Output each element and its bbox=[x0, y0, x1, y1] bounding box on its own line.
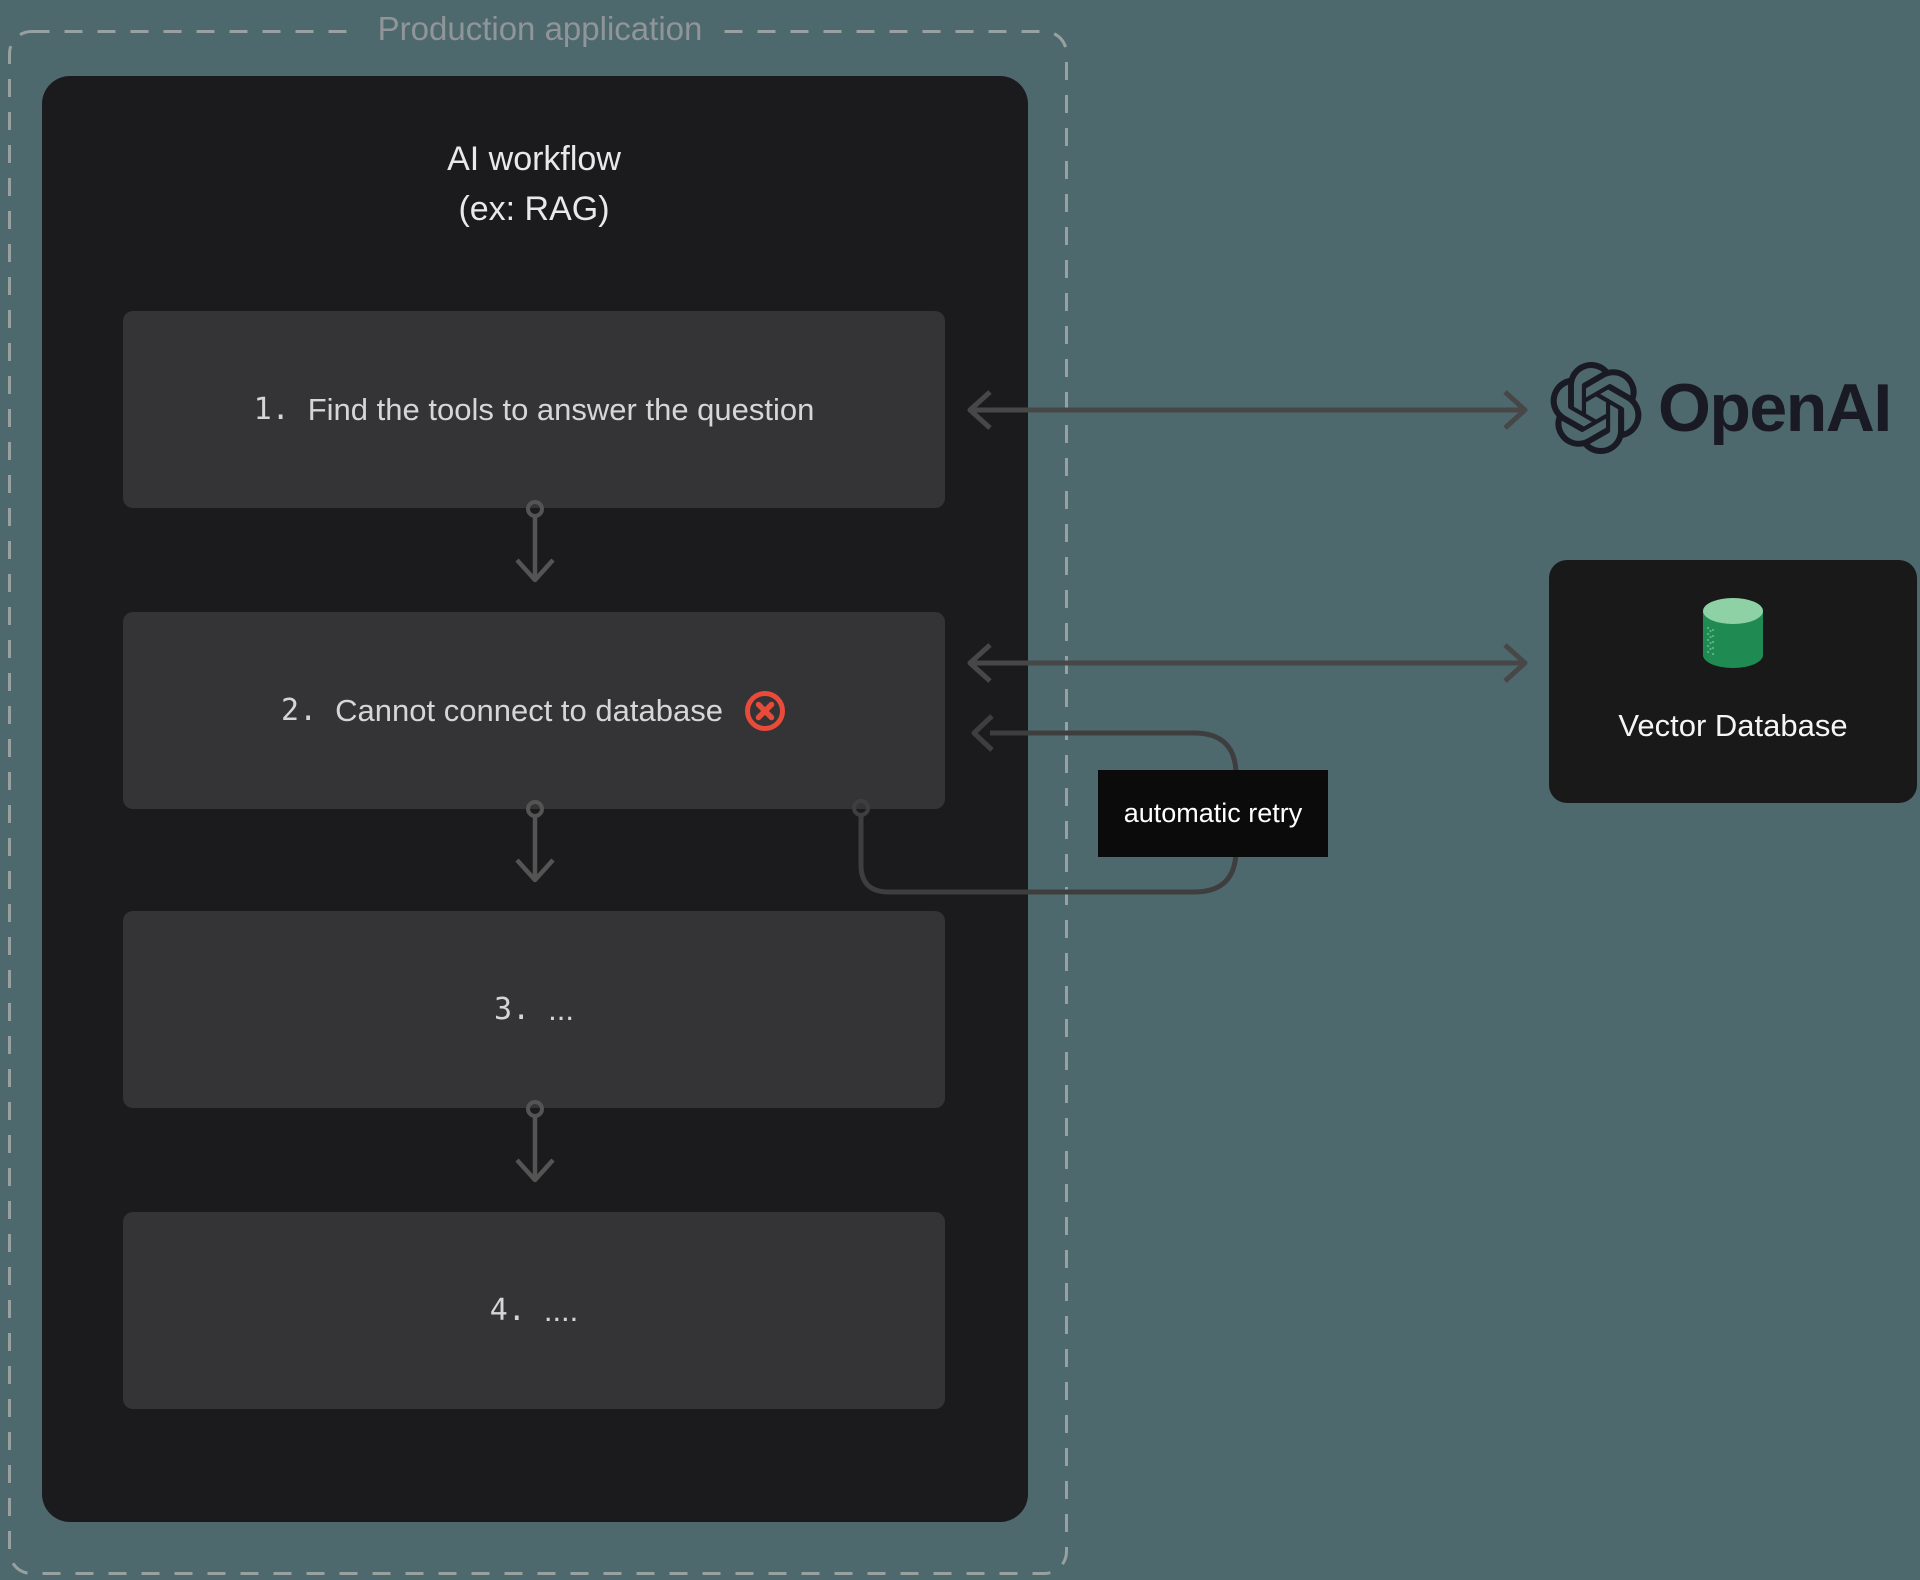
step-text: Find the tools to answer the question bbox=[307, 391, 815, 427]
bidirectional-arrow-openai bbox=[967, 390, 1528, 430]
ai-workflow-title-line1: AI workflow bbox=[447, 140, 621, 178]
workflow-step-2: 2. Cannot connect to database bbox=[123, 612, 945, 809]
step-number: 2. bbox=[281, 693, 318, 728]
workflow-step-1: 1. Find the tools to answer the question bbox=[123, 311, 945, 508]
step-number: 1. bbox=[253, 392, 290, 427]
step-text: ... bbox=[548, 991, 574, 1027]
error-x-icon bbox=[743, 689, 787, 733]
step-number: 4. bbox=[489, 1293, 526, 1328]
openai-wordmark: OpenAI bbox=[1658, 370, 1892, 446]
openai-flower-icon bbox=[1550, 362, 1642, 454]
step-text: Cannot connect to database bbox=[335, 692, 723, 728]
automatic-retry-badge: automatic retry bbox=[1098, 770, 1328, 857]
vector-database-card: Vector Database bbox=[1549, 560, 1917, 803]
workflow-step-4: 4. .... bbox=[123, 1212, 945, 1409]
bidirectional-arrow-vectordb bbox=[967, 643, 1528, 683]
openai-logo: OpenAI bbox=[1550, 360, 1892, 456]
step-text: .... bbox=[543, 1292, 579, 1328]
ai-workflow-title: AI workflow (ex: RAG) bbox=[123, 134, 945, 234]
ai-workflow-title-line2: (ex: RAG) bbox=[458, 190, 610, 228]
vector-database-label: Vector Database bbox=[1618, 708, 1848, 743]
step-number: 3. bbox=[494, 992, 531, 1027]
workflow-step-3: 3. ... bbox=[123, 911, 945, 1108]
production-container-label: Production application bbox=[357, 10, 723, 48]
database-cylinder-icon bbox=[1703, 598, 1763, 668]
